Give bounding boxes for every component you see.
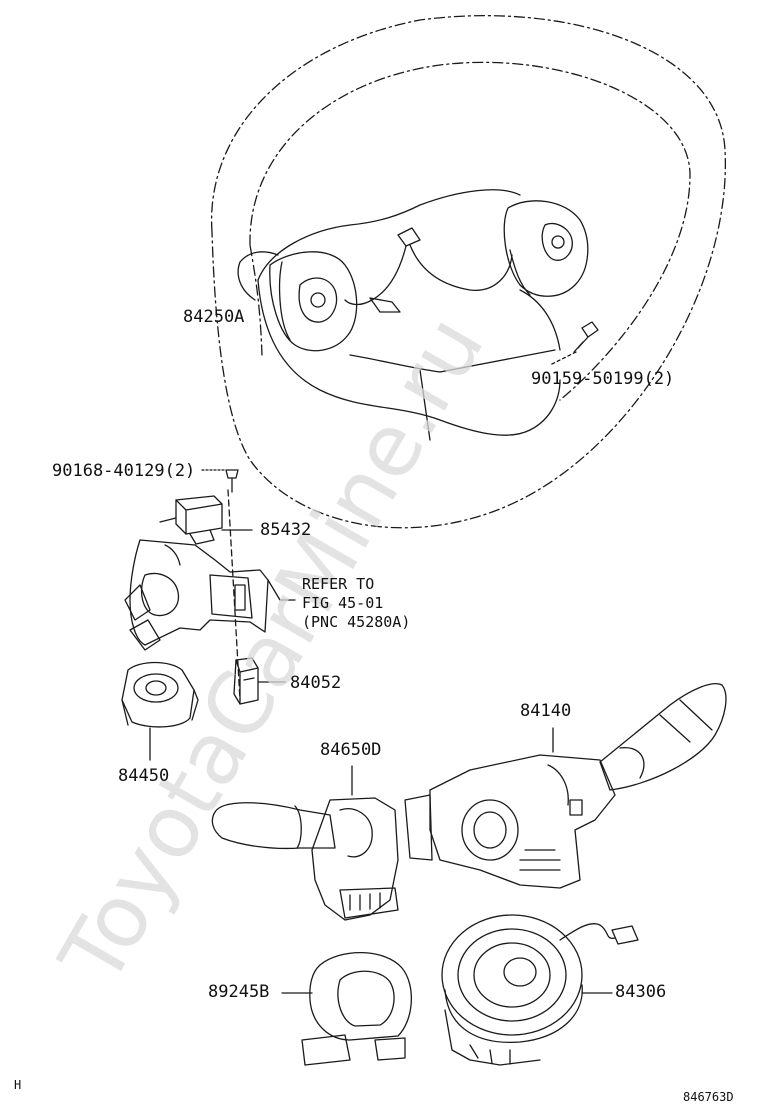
label-left-lever: 84650D [320, 740, 382, 760]
ref-line-2: FIG 45-01 [302, 594, 384, 612]
sensor-drawing [159, 495, 253, 545]
corner-mark: H [14, 1078, 22, 1092]
label-column-switch-ref: REFER TO FIG 45-01 (PNC 45280A) [302, 575, 410, 632]
label-steering-wheel: 84250A [183, 307, 245, 327]
label-right-lever: 84140 [520, 701, 572, 721]
left-lever-drawing [211, 765, 399, 921]
label-connector: 84052 [290, 673, 342, 693]
label-screw: 90168-40129(2) [52, 461, 196, 481]
spiral-cable-drawing [441, 914, 639, 1066]
label-spiral-cable: 84306 [615, 982, 667, 1002]
ref-line-1: REFER TO [302, 575, 375, 593]
screw-drawing [201, 469, 239, 493]
sensor-ring-drawing [281, 951, 413, 1066]
right-lever-drawing [404, 683, 727, 889]
label-sensor: 85432 [260, 520, 312, 540]
steering-wheel-drawing [211, 15, 726, 529]
label-wheel-bolt: 90159-50199(2) [531, 369, 675, 389]
figure-code: 846763D [683, 1090, 734, 1104]
connector-drawing [233, 657, 286, 705]
label-ignition-switch: 84450 [118, 766, 170, 786]
label-sensor-ring: 89245B [208, 982, 270, 1002]
column-switch-drawing [124, 539, 296, 651]
ref-line-3: (PNC 45280A) [302, 613, 411, 631]
ignition-switch-drawing [121, 661, 199, 761]
